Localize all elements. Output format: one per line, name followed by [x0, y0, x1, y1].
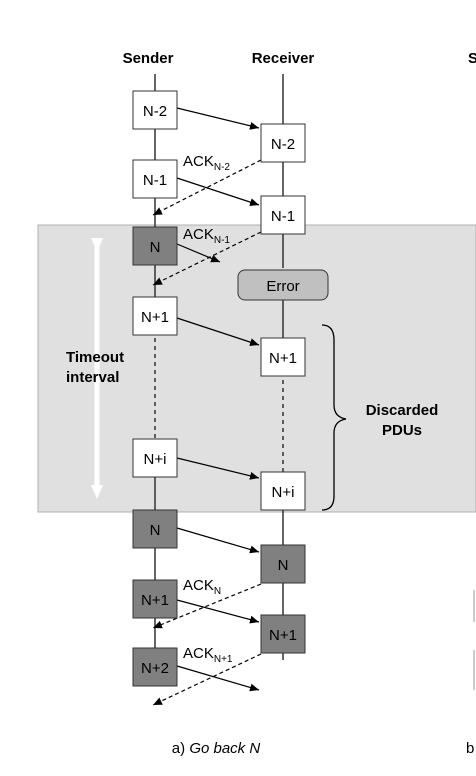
sender-pdu-box	[132, 296, 178, 336]
ack-arrows	[152, 159, 262, 706]
sender-pdu-box	[132, 159, 178, 199]
sender-pdu-box	[132, 647, 178, 687]
timeout-label-line2: interval	[66, 369, 119, 386]
receiver-pdu-label: N-1	[271, 208, 295, 225]
receiver-pdu-label: N-2	[271, 136, 295, 153]
receiver-pdu-label: N+1	[269, 350, 297, 367]
sender-pdu-label: N+1	[141, 309, 169, 326]
receiver-pdu-box	[260, 614, 306, 654]
ack-label: ACKN-1	[183, 226, 230, 246]
timeout-label-line1: Timeout	[66, 349, 124, 366]
sender-pdus: N-2 N-1 N N+1 N+i N N+1 N+2	[132, 90, 178, 687]
arrow-ack-n	[152, 583, 262, 629]
ack-label: ACKN+1	[183, 645, 233, 665]
sender-header: Sender	[123, 50, 174, 67]
ack-label: ACKN-2	[183, 153, 230, 173]
receiver-header: Receiver	[252, 50, 315, 67]
arrow-ack-n-1	[152, 231, 262, 286]
sender-pdu-box	[132, 579, 178, 619]
receiver-pdu-box	[260, 123, 306, 163]
arrow-pdu-n+1-resend	[176, 599, 260, 624]
sender-pdu-label: N	[150, 239, 161, 256]
receiver-pdu-label: N	[278, 557, 289, 574]
sender-pdu-label: N-1	[143, 172, 167, 189]
error-label: Error	[266, 278, 299, 295]
receiver-pdu-box	[260, 471, 306, 511]
receiver-pdus: N-2 N-1 N+1 N+i N N+1	[260, 123, 306, 654]
arrow-ack-n-2	[152, 159, 262, 216]
error-box	[237, 269, 329, 301]
sender-pdu-label: N-2	[143, 103, 167, 120]
receiver-pdu-box	[260, 195, 306, 235]
arrow-ack-n+1	[152, 653, 262, 706]
sender-pdu-box	[132, 226, 178, 266]
receiver-pdu-label: N+1	[269, 627, 297, 644]
arrow-pdu-n-1	[176, 177, 260, 206]
sender-pdu-box	[132, 509, 178, 549]
arrow-pdu-n+1	[176, 317, 260, 346]
receiver-pdu-box	[260, 337, 306, 377]
receiver-pdu-box	[260, 544, 306, 584]
caption-b: b	[466, 740, 474, 757]
discarded-label-line1: Discarded	[366, 402, 439, 419]
receiver-pdu-label: N+i	[272, 484, 295, 501]
sender-pdu-box	[132, 90, 178, 130]
arrow-pdu-n+2	[176, 665, 260, 692]
arrow-pdu-n-2	[176, 107, 260, 130]
arrow-pdu-n	[176, 243, 221, 263]
discarded-brace	[321, 324, 347, 511]
sender-pdu-label: N+1	[141, 592, 169, 609]
sender-pdu-label: N	[150, 522, 161, 539]
discarded-label-line2: PDUs	[382, 422, 422, 439]
sender-pdu-box	[132, 438, 178, 478]
arrow-pdu-n+i	[176, 457, 260, 480]
caption-a: a) Go back N	[172, 740, 261, 757]
pdu-arrows	[176, 107, 260, 692]
next-panel-header: S	[468, 50, 476, 67]
sender-pdu-label: N+2	[141, 660, 169, 677]
ack-label: ACKN	[183, 577, 221, 597]
sender-pdu-label: N+i	[144, 451, 167, 468]
arrow-pdu-n-resend	[176, 527, 260, 554]
